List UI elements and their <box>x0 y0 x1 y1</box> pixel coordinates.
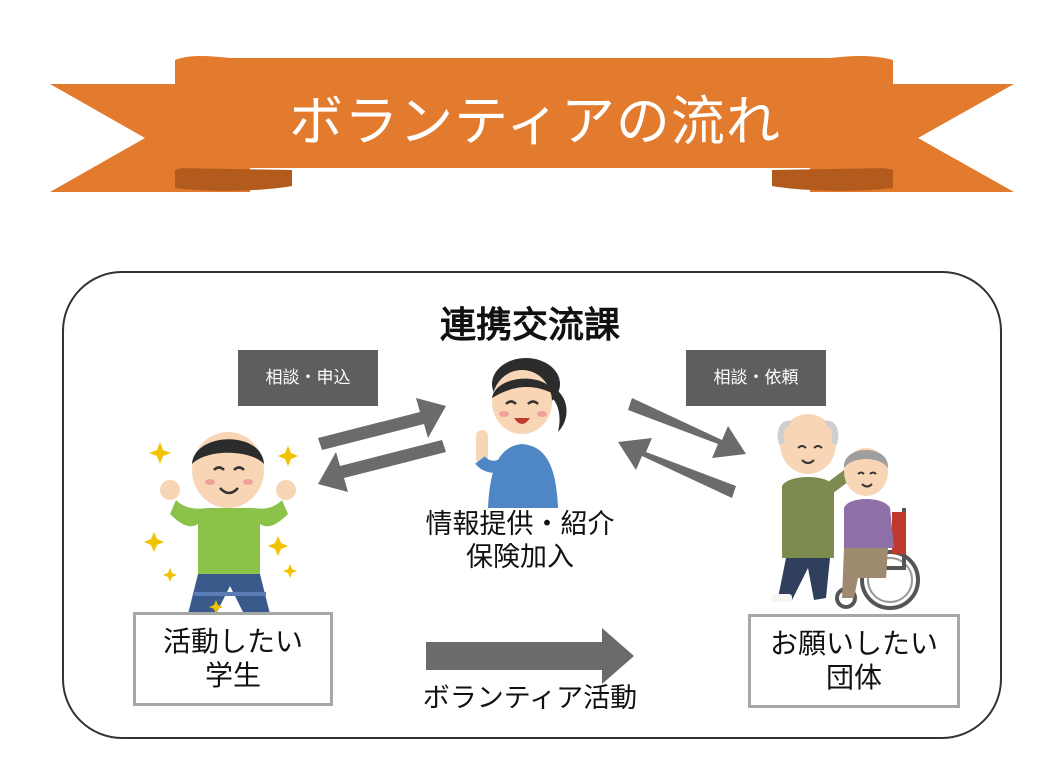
elderly-illustration <box>772 414 920 610</box>
staff-illustration <box>475 358 567 508</box>
arrow-staff-to-group <box>628 398 746 458</box>
department-title: 連携交流課 <box>439 305 620 346</box>
service-line-2: 保険加入 <box>466 542 574 573</box>
student-illustration <box>160 432 296 614</box>
student-box-line-2: 学生 <box>204 659 261 692</box>
group-box-line-2: 団体 <box>825 661 882 694</box>
consult-apply-tag: 相談・申込 <box>238 350 378 406</box>
group-box-line-1: お願いしたい <box>769 627 938 660</box>
service-line-1: 情報提供・紹介 <box>425 509 615 540</box>
arrow-activity <box>426 628 634 684</box>
flow-panel <box>62 271 1002 739</box>
group-box: お願いしたい 団体 <box>748 614 960 708</box>
student-box-line-1: 活動したい <box>162 625 303 658</box>
arrow-group-to-staff <box>618 438 736 498</box>
consult-request-tag: 相談・依頼 <box>686 350 826 406</box>
service-description: 情報提供・紹介 保険加入 <box>400 508 640 574</box>
volunteer-activity-label: ボランティア活動 <box>422 683 638 714</box>
banner-title: ボランティアの流れ <box>289 90 781 153</box>
title-ribbon <box>50 56 1014 192</box>
student-box: 活動したい 学生 <box>133 612 333 706</box>
arrow-student-to-staff <box>318 398 446 450</box>
arrow-staff-to-student <box>318 440 446 492</box>
sparkle-icon <box>144 442 298 614</box>
